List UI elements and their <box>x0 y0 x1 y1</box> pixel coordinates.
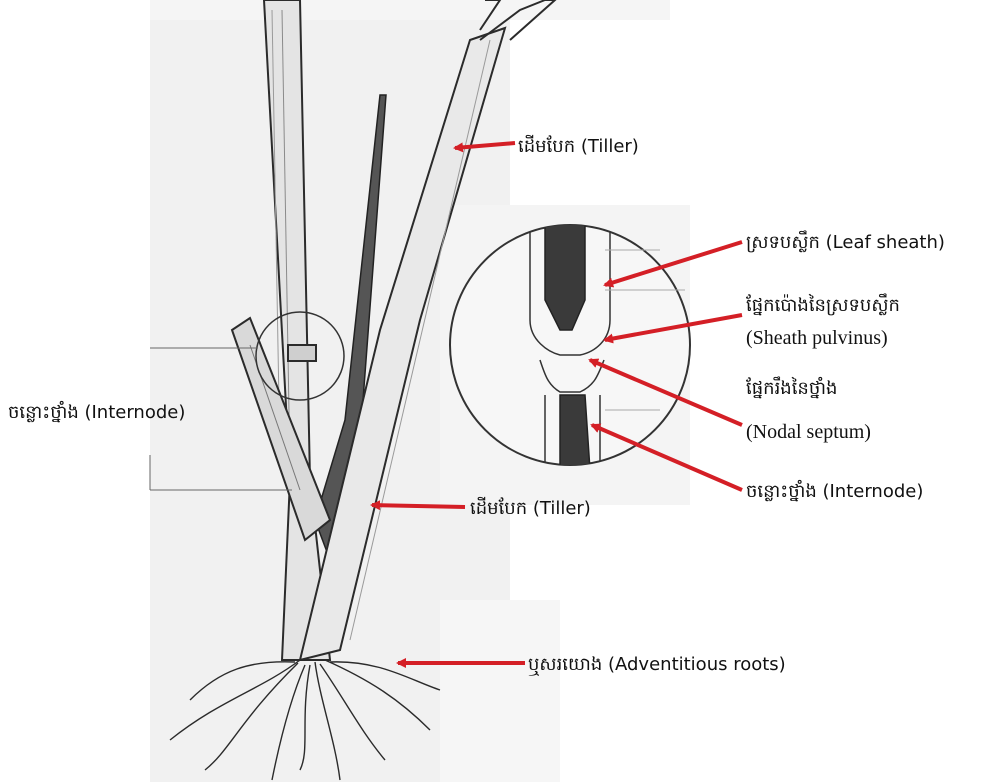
label-sheath-pulvinus-km: ផ្នែកប៉ោងនៃស្រទបស្លឹក <box>746 293 900 318</box>
label-tiller-top-text: ដើមបែក (Tiller) <box>518 136 639 157</box>
label-adventitious-roots-text: ឬសរយោង (Adventitious roots) <box>528 654 786 675</box>
label-internode-left: ចន្លោះថ្នាំង (Internode) <box>8 400 185 425</box>
label-internode-right: ចន្លោះថ្នាំង (Internode) <box>746 479 923 504</box>
label-leaf-sheath: ស្រទបស្លឹក (Leaf sheath) <box>746 230 945 255</box>
arrow-tiller-mid <box>372 505 465 507</box>
label-nodal-septum-km: ផ្នែករឹងនៃថ្នាំង <box>746 376 837 401</box>
label-nodal-septum-en: (Nodal septum) <box>746 420 871 444</box>
label-adventitious-roots: ឬសរយោង (Adventitious roots) <box>528 652 786 677</box>
label-leaf-sheath-text: ស្រទបស្លឹក (Leaf sheath) <box>746 232 945 253</box>
label-sheath-pulvinus-en: (Sheath pulvinus) <box>746 326 888 350</box>
label-nodal-septum-en-text: (Nodal septum) <box>746 421 871 443</box>
label-nodal-septum-km-text: ផ្នែករឹងនៃថ្នាំង <box>746 378 837 399</box>
label-internode-right-text: ចន្លោះថ្នាំង (Internode) <box>746 481 923 502</box>
label-tiller-top: ដើមបែក (Tiller) <box>518 134 639 159</box>
label-sheath-pulvinus-en-text: (Sheath pulvinus) <box>746 327 888 349</box>
label-sheath-pulvinus-km-text: ផ្នែកប៉ោងនៃស្រទបស្លឹក <box>746 295 900 316</box>
label-internode-left-text: ចន្លោះថ្នាំង (Internode) <box>8 402 185 423</box>
label-tiller-mid-text: ដើមបែក (Tiller) <box>470 498 591 519</box>
label-tiller-mid: ដើមបែក (Tiller) <box>470 496 591 521</box>
